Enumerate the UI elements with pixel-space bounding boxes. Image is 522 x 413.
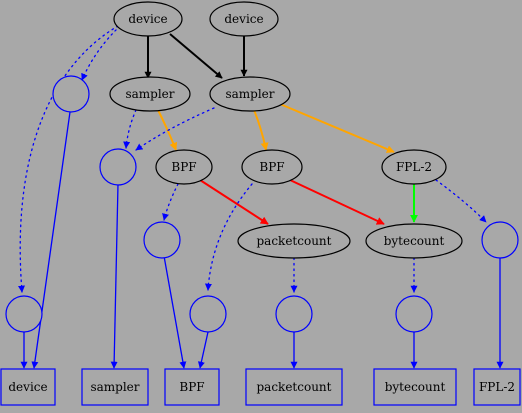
edge-aux-circle3-out-bpf (163, 255, 187, 369)
edge-bpf2-bytecount (289, 179, 385, 225)
node-bytecount[interactable]: bytecount (365, 223, 463, 259)
node-bpf-2[interactable]: BPF (241, 149, 303, 185)
node-fpl-2[interactable]: FPL-2 (381, 149, 447, 185)
edge-aux-circle1-out-device (31, 111, 71, 369)
node-device-1[interactable]: device (113, 1, 183, 37)
edge-device1-aux-circle-bottom (18, 25, 119, 293)
edge-sampler1-aux-circle (123, 109, 137, 149)
edge-sampler2-aux-circle (135, 107, 215, 151)
node-device-2-label: device (224, 12, 263, 26)
node-sampler-1-label: sampler (125, 87, 174, 101)
output-box-bpf[interactable]: BPF (164, 368, 220, 406)
node-packetcount[interactable]: packetcount (237, 223, 351, 259)
node-sampler-1[interactable]: sampler (109, 76, 191, 112)
output-box-fpl-2[interactable]: FPL-2 (473, 368, 521, 406)
output-box-fpl-2-label: FPL-2 (479, 380, 515, 394)
node-device-2[interactable]: device (209, 1, 279, 37)
node-device-1-label: device (128, 12, 167, 26)
aux-circle-4[interactable] (481, 221, 519, 259)
edge-aux-circle4-out-bpf (197, 331, 209, 369)
node-bpf-1[interactable]: BPF (155, 149, 213, 185)
output-box-sampler[interactable]: sampler (81, 368, 149, 406)
node-packetcount-label: packetcount (257, 234, 332, 248)
aux-circle-1[interactable] (52, 75, 90, 113)
node-sampler-2-label: sampler (225, 87, 274, 101)
output-box-bytecount[interactable]: bytecount (373, 368, 457, 406)
output-box-device-label: device (8, 380, 47, 394)
node-bpf-2-label: BPF (259, 160, 284, 174)
node-bytecount-label: bytecount (384, 234, 445, 248)
edge-bpf1-aux-circle (162, 183, 179, 221)
output-box-bytecount-label: bytecount (385, 380, 446, 394)
output-box-bpf-label: BPF (179, 380, 204, 394)
aux-circle-8[interactable] (395, 295, 433, 333)
aux-circle-3[interactable] (143, 221, 181, 259)
edge-sampler1-bpf1 (157, 109, 178, 151)
edge-device1-sampler2 (169, 33, 223, 79)
edge-sampler2-bpf2 (253, 109, 269, 151)
edge-bpf2-aux-circle (204, 183, 253, 291)
edge-bpf1-packetcount (199, 179, 269, 225)
aux-circle-7[interactable] (275, 295, 313, 333)
output-box-packetcount[interactable]: packetcount (245, 368, 343, 406)
output-box-device[interactable]: device (0, 368, 56, 406)
node-fpl-2-label: FPL-2 (396, 160, 432, 174)
node-sampler-2[interactable]: sampler (209, 76, 291, 112)
edge-aux-circle2-out-sampler (110, 183, 119, 369)
output-box-sampler-label: sampler (90, 380, 139, 394)
output-box-packetcount-label: packetcount (257, 380, 332, 394)
edges (18, 25, 504, 369)
aux-circle-2[interactable] (99, 148, 137, 186)
node-bpf-1-label: BPF (171, 160, 196, 174)
aux-circle-5[interactable] (5, 295, 43, 333)
edge-device1-aux-circle (81, 25, 121, 81)
edge-fpl2-aux-circle (435, 179, 487, 223)
edge-sampler2-fpl2 (279, 103, 395, 153)
aux-circle-6[interactable] (189, 295, 227, 333)
